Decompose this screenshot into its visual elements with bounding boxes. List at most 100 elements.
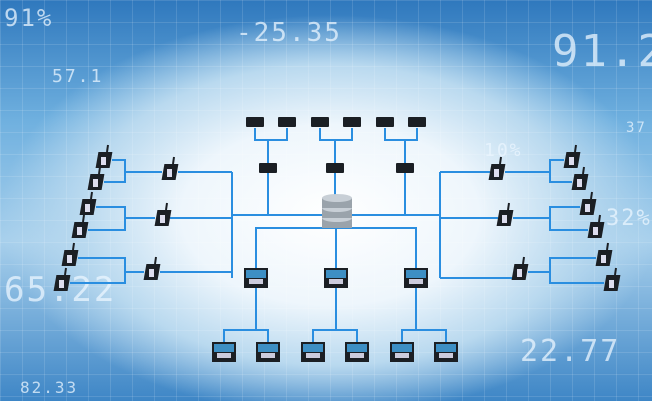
laptop-screen	[601, 255, 606, 263]
computer-screen	[326, 270, 346, 278]
network-link	[549, 172, 572, 183]
computer-keyboard	[306, 353, 320, 358]
bg-number: 10%	[484, 140, 523, 161]
switch-body	[278, 117, 296, 127]
switch-icon	[259, 163, 277, 173]
laptop-antenna	[499, 156, 502, 165]
laptop-icon	[563, 144, 581, 168]
switch-body	[259, 163, 277, 173]
network-link	[528, 257, 596, 273]
computer-keyboard	[249, 279, 263, 284]
computer-icon	[434, 342, 458, 362]
laptop-icon	[595, 242, 613, 266]
computer-keyboard	[395, 353, 409, 358]
laptop-icon	[53, 267, 71, 291]
laptop-icon	[61, 242, 79, 266]
laptop-antenna	[598, 214, 601, 223]
bg-number: -25.35	[236, 18, 342, 48]
laptop-screen	[85, 204, 90, 212]
laptop-screen	[502, 215, 507, 223]
laptop-icon	[603, 267, 621, 291]
laptop-screen	[494, 169, 499, 177]
laptop-antenna	[64, 267, 67, 276]
computer-screen	[406, 270, 426, 278]
server-disk	[322, 218, 352, 228]
laptop-icon	[154, 202, 172, 226]
network-link	[104, 172, 126, 183]
laptop-antenna	[582, 166, 585, 175]
laptop-antenna	[522, 256, 525, 265]
laptop-antenna	[82, 214, 85, 223]
laptop-screen	[149, 269, 154, 277]
bg-number: 91.2	[552, 26, 652, 77]
network-link	[505, 159, 564, 173]
bg-number: 37	[626, 120, 647, 136]
laptop-antenna	[590, 191, 593, 200]
laptop-antenna	[507, 202, 510, 211]
switch-body	[376, 117, 394, 127]
computer-keyboard	[329, 279, 343, 284]
computer-screen	[214, 344, 234, 352]
network-link	[549, 218, 588, 231]
laptop-screen	[101, 157, 106, 165]
database-server-icon	[322, 194, 352, 228]
switch-icon	[311, 117, 329, 127]
laptop-screen	[93, 179, 98, 187]
laptop-screen	[577, 179, 582, 187]
laptop-antenna	[165, 202, 168, 211]
computer-keyboard	[261, 353, 275, 358]
computer-icon	[212, 342, 236, 362]
laptop-screen	[585, 204, 590, 212]
laptop-antenna	[574, 144, 577, 153]
bg-number: 82.33	[20, 378, 79, 397]
laptop-antenna	[106, 144, 109, 153]
switch-body	[311, 117, 329, 127]
computer-screen	[392, 344, 412, 352]
computer-screen	[303, 344, 323, 352]
switch-icon	[246, 117, 264, 127]
network-link	[549, 272, 604, 284]
laptop-antenna	[98, 166, 101, 175]
network-link	[319, 128, 353, 141]
bg-number: 91%	[4, 4, 54, 32]
laptop-icon	[87, 166, 105, 190]
computer-keyboard	[439, 353, 453, 358]
computer-keyboard	[409, 279, 423, 284]
laptop-icon	[511, 256, 529, 280]
laptop-antenna	[606, 242, 609, 251]
switch-icon	[326, 163, 344, 173]
switch-icon	[408, 117, 426, 127]
laptop-icon	[579, 191, 597, 215]
computer-screen	[436, 344, 456, 352]
laptop-screen	[59, 280, 64, 288]
laptop-screen	[167, 169, 172, 177]
bg-number: 57.1	[52, 66, 104, 87]
server-disk	[322, 198, 352, 208]
switch-body	[246, 117, 264, 127]
network-link	[112, 159, 162, 173]
laptop-antenna	[172, 156, 175, 165]
laptop-icon	[571, 166, 589, 190]
network-link	[513, 206, 580, 219]
laptop-antenna	[154, 256, 157, 265]
bg-number: 32%	[606, 206, 652, 231]
computer-icon	[345, 342, 369, 362]
laptop-icon	[79, 191, 97, 215]
laptop-antenna	[90, 191, 93, 200]
laptop-screen	[517, 269, 522, 277]
computer-icon	[301, 342, 325, 362]
network-link	[70, 272, 126, 284]
computer-icon	[324, 268, 348, 288]
computer-screen	[258, 344, 278, 352]
laptop-icon	[71, 214, 89, 238]
laptop-icon	[143, 256, 161, 280]
laptop-icon	[488, 156, 506, 180]
network-link	[401, 329, 447, 348]
network-link	[384, 128, 418, 141]
laptop-screen	[593, 227, 598, 235]
switch-body	[408, 117, 426, 127]
server-disk-top	[322, 194, 352, 202]
switch-body	[326, 163, 344, 173]
network-link	[312, 329, 358, 348]
